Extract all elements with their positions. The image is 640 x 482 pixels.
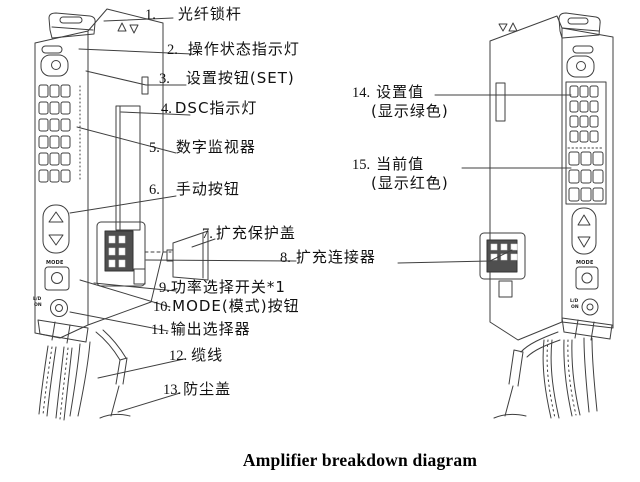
fiber-lock-lever-right: [558, 12, 601, 39]
leader-line-8a: [145, 259, 297, 262]
callout-label-11: 11.输出选择器: [151, 320, 251, 338]
callout-label-14: 14.设置值(显示绿色): [352, 83, 449, 121]
callout-label-13: 13.防尘盖: [163, 380, 232, 398]
leader-line-12: [97, 358, 185, 379]
ld-label-right: L/D: [570, 298, 579, 304]
right-fiber-dust-cap: [493, 331, 561, 419]
leader-lines: [69, 17, 572, 413]
callout-label-4: 4.DSC指示灯: [161, 99, 258, 117]
mode-button: [44, 266, 70, 291]
leader-line-8b: [397, 249, 513, 264]
bottom-clamp: [37, 319, 89, 344]
left-fiber-dust-cap: [95, 329, 131, 419]
callout-label-9: 9.功率选择开关*1: [159, 278, 286, 296]
on-label-right: ON: [571, 304, 579, 310]
mode-label-right: MODE: [576, 260, 594, 266]
manual-buttons-right: [571, 207, 597, 255]
output-selector: [50, 299, 68, 317]
callout-label-1: 1.光纤锁杆: [145, 5, 242, 23]
leader-line-5: [76, 126, 177, 154]
ld-label: L/D: [33, 296, 42, 302]
right-front-face: [561, 27, 614, 329]
leader-line-7: [191, 238, 216, 248]
status-indicator: [41, 45, 63, 54]
right-expansion-connector: [479, 232, 526, 298]
callout-label-3: 3.设置按钮(SET): [159, 69, 295, 87]
left-expansion-connector: [96, 221, 146, 287]
callout-label-2: 2.操作状态指示灯: [167, 40, 300, 58]
status-indicator-right: [572, 45, 594, 54]
leader-line-6: [69, 195, 177, 214]
output-selector-right: [581, 298, 599, 316]
side-window: [115, 105, 141, 231]
callout-label-8: 8.扩充连接器: [280, 248, 376, 266]
mode-label: MODE: [46, 260, 64, 266]
callout-label-10: 10.MODE(模式)按钮: [153, 297, 300, 315]
fiber-lock-lever: [48, 12, 96, 39]
current-value-display: [568, 151, 604, 202]
leader-line-4: [120, 111, 191, 116]
leader-line-11: [69, 311, 169, 332]
callout-label-6: 6.手动按钮: [149, 180, 240, 198]
display-area: [565, 81, 607, 205]
right-cables: [542, 337, 598, 419]
leader-line-9: [93, 282, 177, 292]
left-amplifier-drawing: MODE L/D ON: [33, 8, 164, 421]
callout-label-7: 7.扩充保护盖: [202, 224, 296, 242]
digital-monitor: [38, 84, 81, 183]
left-front-face: [34, 30, 89, 339]
right-side-face: [489, 15, 563, 341]
manual-buttons: [42, 204, 70, 254]
up-down-arrows-mark-right: [498, 23, 508, 32]
diagram-caption: Amplifier breakdown diagram: [242, 450, 478, 470]
callout-label-15: 15.当前值(显示红色): [352, 155, 449, 193]
leader-line-10: [79, 279, 171, 308]
up-down-arrows-mark: [117, 22, 127, 32]
leader-line-13: [117, 392, 181, 413]
leader-line-3: [85, 70, 187, 86]
expansion-protective-cover: [166, 230, 209, 281]
right-amplifier-drawing: MODE L/D ON: [479, 12, 614, 419]
mode-button-right: [575, 266, 599, 290]
callout-label-5: 5.数字监视器: [149, 138, 256, 156]
set-value-display: [569, 85, 599, 143]
leader-line-2: [78, 48, 193, 55]
set-button: [40, 54, 69, 77]
bottom-clamp-right: [561, 317, 613, 341]
left-side-face: [87, 8, 164, 326]
leader-line-1: [103, 17, 174, 22]
on-label: ON: [34, 302, 42, 308]
callout-label-12: 12.缆线: [169, 346, 224, 364]
set-button-right: [566, 55, 595, 78]
left-cables: [38, 341, 91, 421]
